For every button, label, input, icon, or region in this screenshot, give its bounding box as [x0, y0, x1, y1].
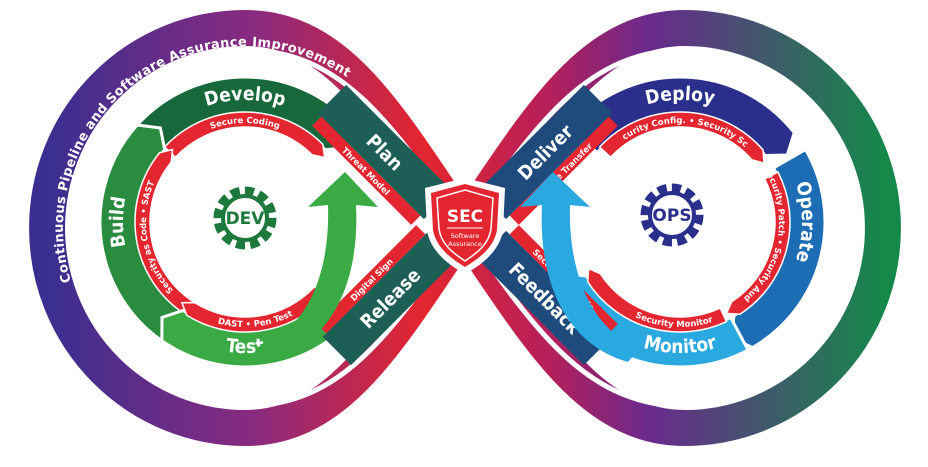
ops-gear-icon: OPS [640, 183, 704, 247]
dev-stage-label-test: Test [225, 335, 265, 358]
sec-shield-badge: SEC Software Assurance [425, 178, 505, 274]
dev-security-develop [163, 111, 326, 159]
dev-security-test [180, 285, 327, 333]
ops-security-deploy [598, 111, 765, 165]
dev-stage-label-test-text: Test [225, 335, 265, 358]
ops-gear-label: OPS [652, 206, 691, 226]
dev-gear-icon: DEV [213, 186, 277, 250]
dev-cycle-arrow [255, 172, 378, 362]
ops-security-monitor [586, 267, 728, 333]
dev-gear-label: DEV [226, 209, 266, 229]
dev-security-build [134, 148, 195, 316]
ops-security-operate [725, 171, 791, 316]
sec-sublabel-2: Assurance [448, 240, 482, 248]
sec-label: SEC [447, 207, 483, 227]
sec-sublabel-1: Software [451, 232, 480, 240]
ops-cycle-arrow [520, 172, 640, 362]
